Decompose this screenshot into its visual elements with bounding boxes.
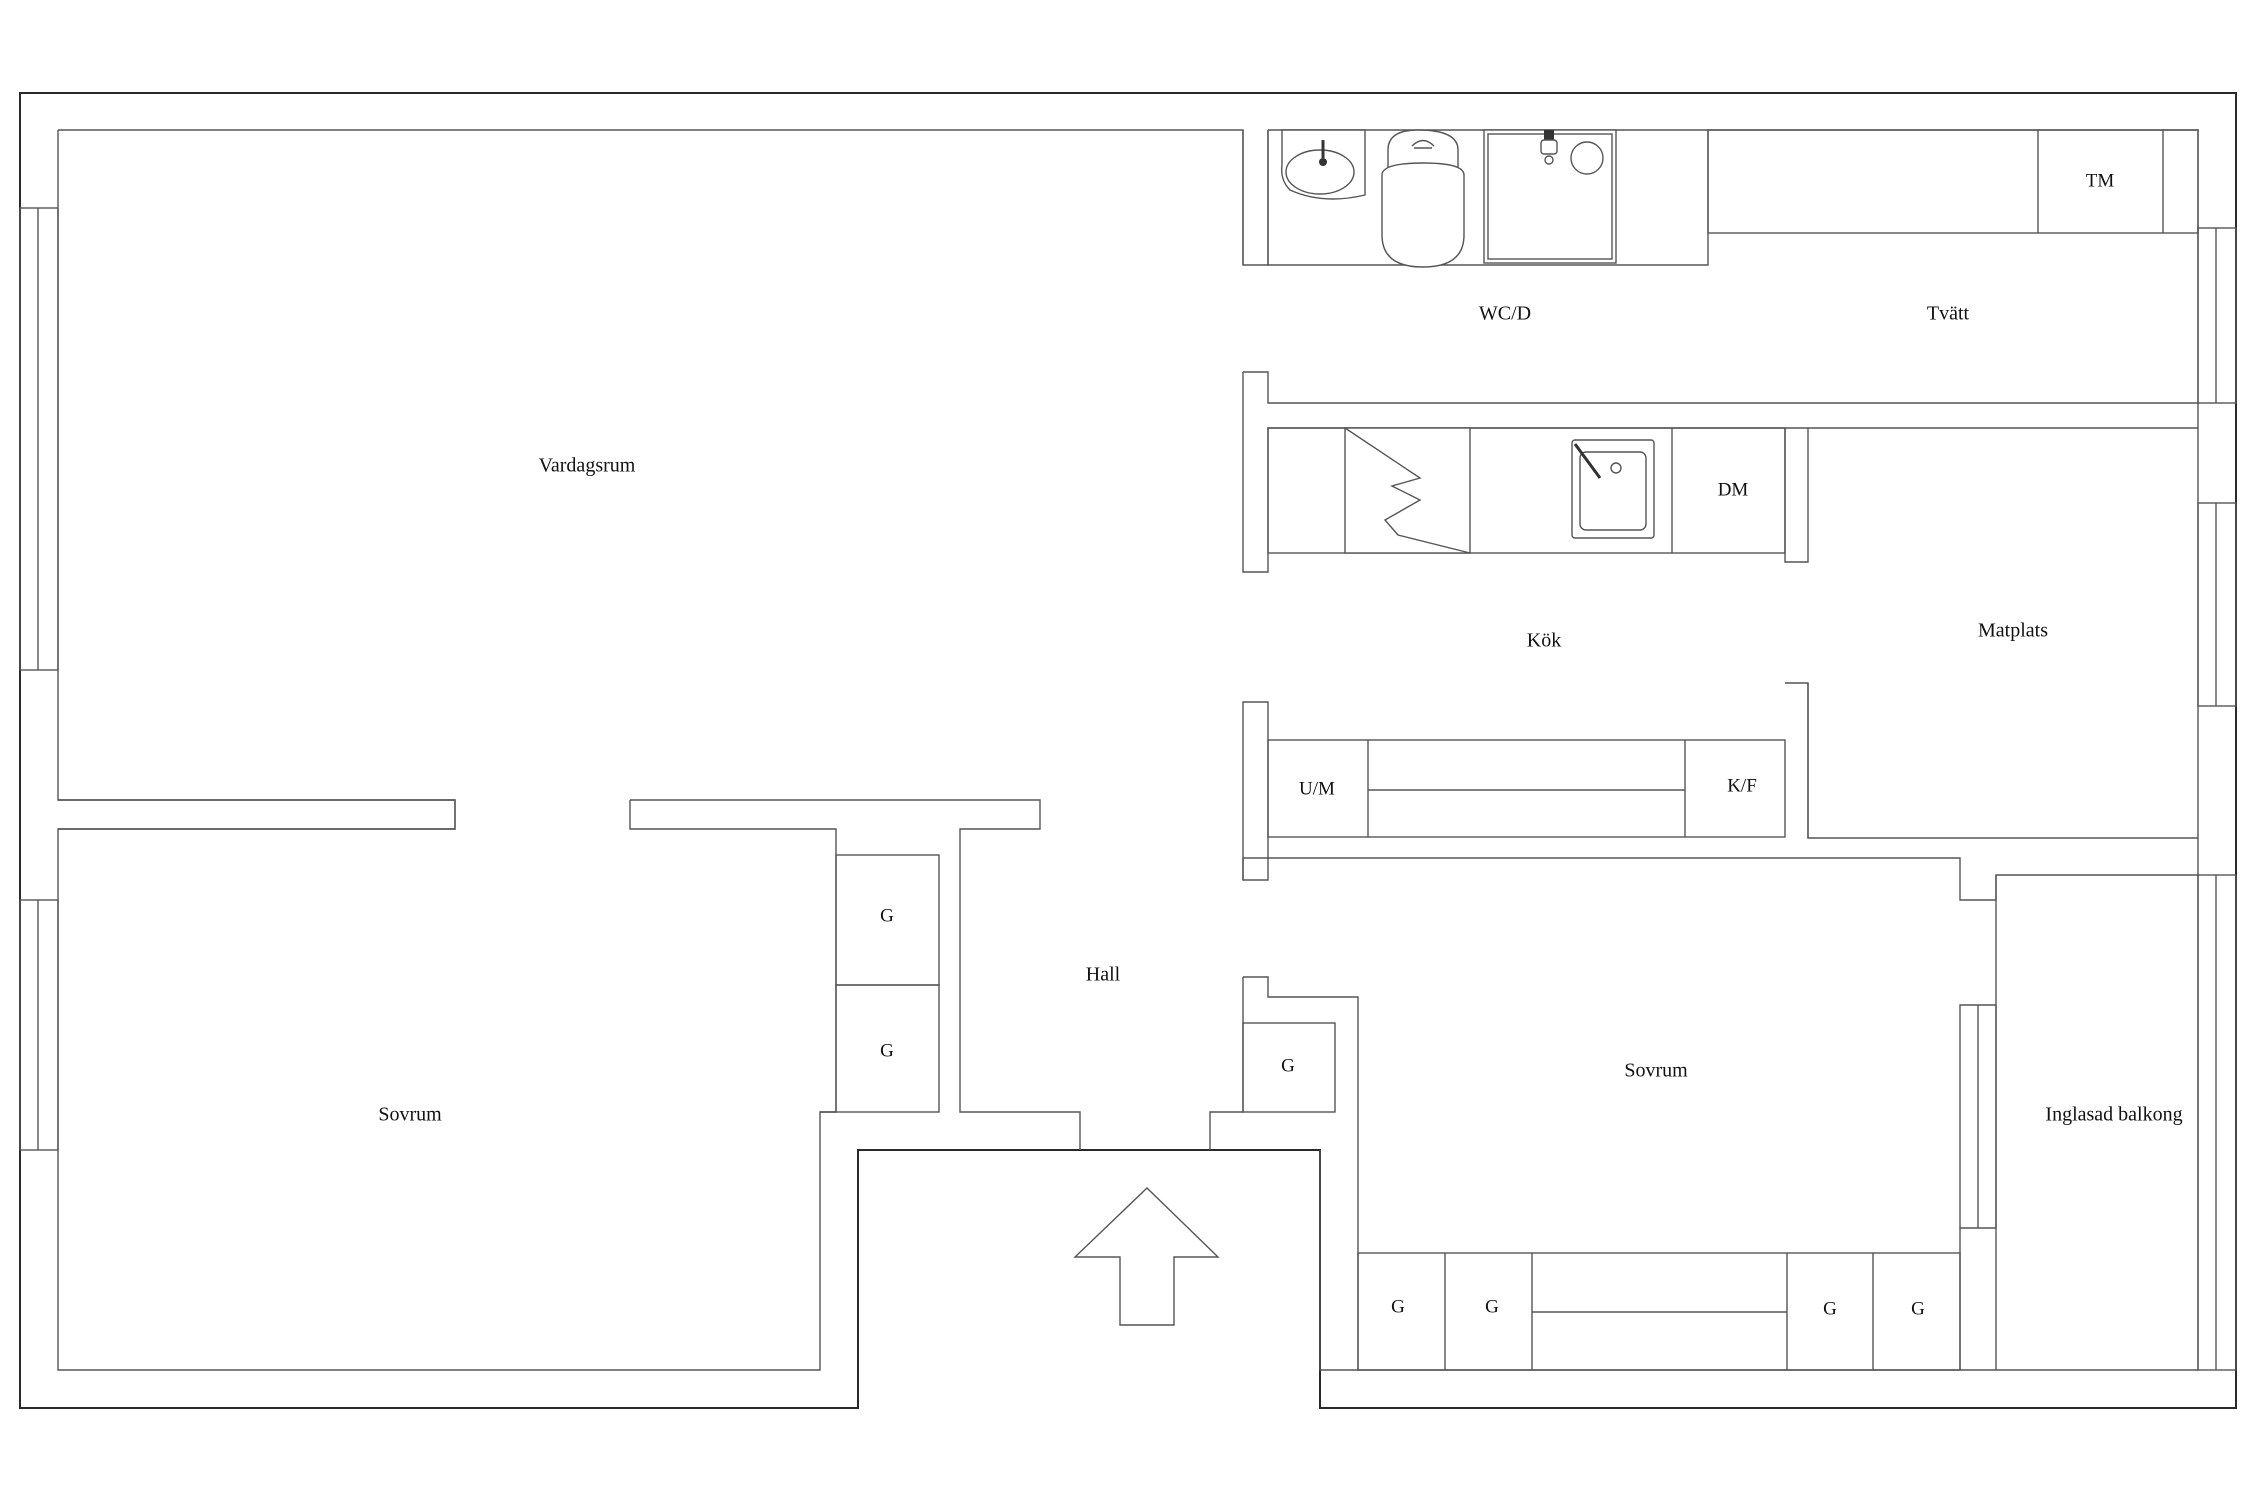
closet-hall-right: [1242, 1022, 1336, 1113]
laundry-counter: [1707, 129, 2199, 234]
entrance-arrow-icon: [1073, 1187, 1220, 1326]
kitchen-counter-bottom: [1267, 739, 1786, 838]
closets-left: [835, 854, 940, 1113]
closets-bottom-right: [1357, 1252, 1961, 1371]
interior-walls: [58, 130, 2198, 1370]
closet-label: G: [880, 905, 894, 926]
closet-label: G: [1823, 1298, 1837, 1319]
room-label-matplats: Matplats: [1978, 620, 2048, 642]
room-label-vardagsrum: Vardagsrum: [539, 455, 636, 477]
room-label-tvatt: Tvätt: [1927, 303, 1970, 325]
room-labels: Vardagsrum WC/D Tvätt Kök Matplats Hall …: [378, 303, 2182, 1126]
shower-icon: [1483, 129, 1617, 264]
fixture-label-kf: K/F: [1727, 775, 1757, 796]
closet-label: G: [1281, 1055, 1295, 1076]
room-label-balkong: Inglasad balkong: [2045, 1104, 2182, 1126]
toilet-icon: [1381, 129, 1465, 268]
room-label-hall: Hall: [1086, 964, 1121, 986]
stove-icon: [1344, 427, 1471, 554]
room-label-kok: Kök: [1527, 630, 1561, 652]
closet-label: G: [1391, 1296, 1405, 1317]
sink-icon: [1280, 129, 1366, 200]
kitchen-counter-top: [1267, 427, 1786, 554]
fixture-label-tm: TM: [2086, 170, 2115, 191]
fixture-labels: TM DM U/M K/F G G G G G G G: [880, 170, 2114, 1319]
fixture-label-um: U/M: [1299, 778, 1335, 799]
closet-label: G: [1911, 1298, 1925, 1319]
kitchen-sink-icon: [1571, 428, 1673, 553]
room-label-wcd: WC/D: [1479, 303, 1531, 325]
closet-label: G: [880, 1040, 894, 1061]
room-label-sovrum-left: Sovrum: [378, 1104, 442, 1126]
room-label-sovrum-right: Sovrum: [1624, 1060, 1688, 1082]
fixture-label-dm: DM: [1718, 479, 1749, 500]
closet-label: G: [1485, 1296, 1499, 1317]
